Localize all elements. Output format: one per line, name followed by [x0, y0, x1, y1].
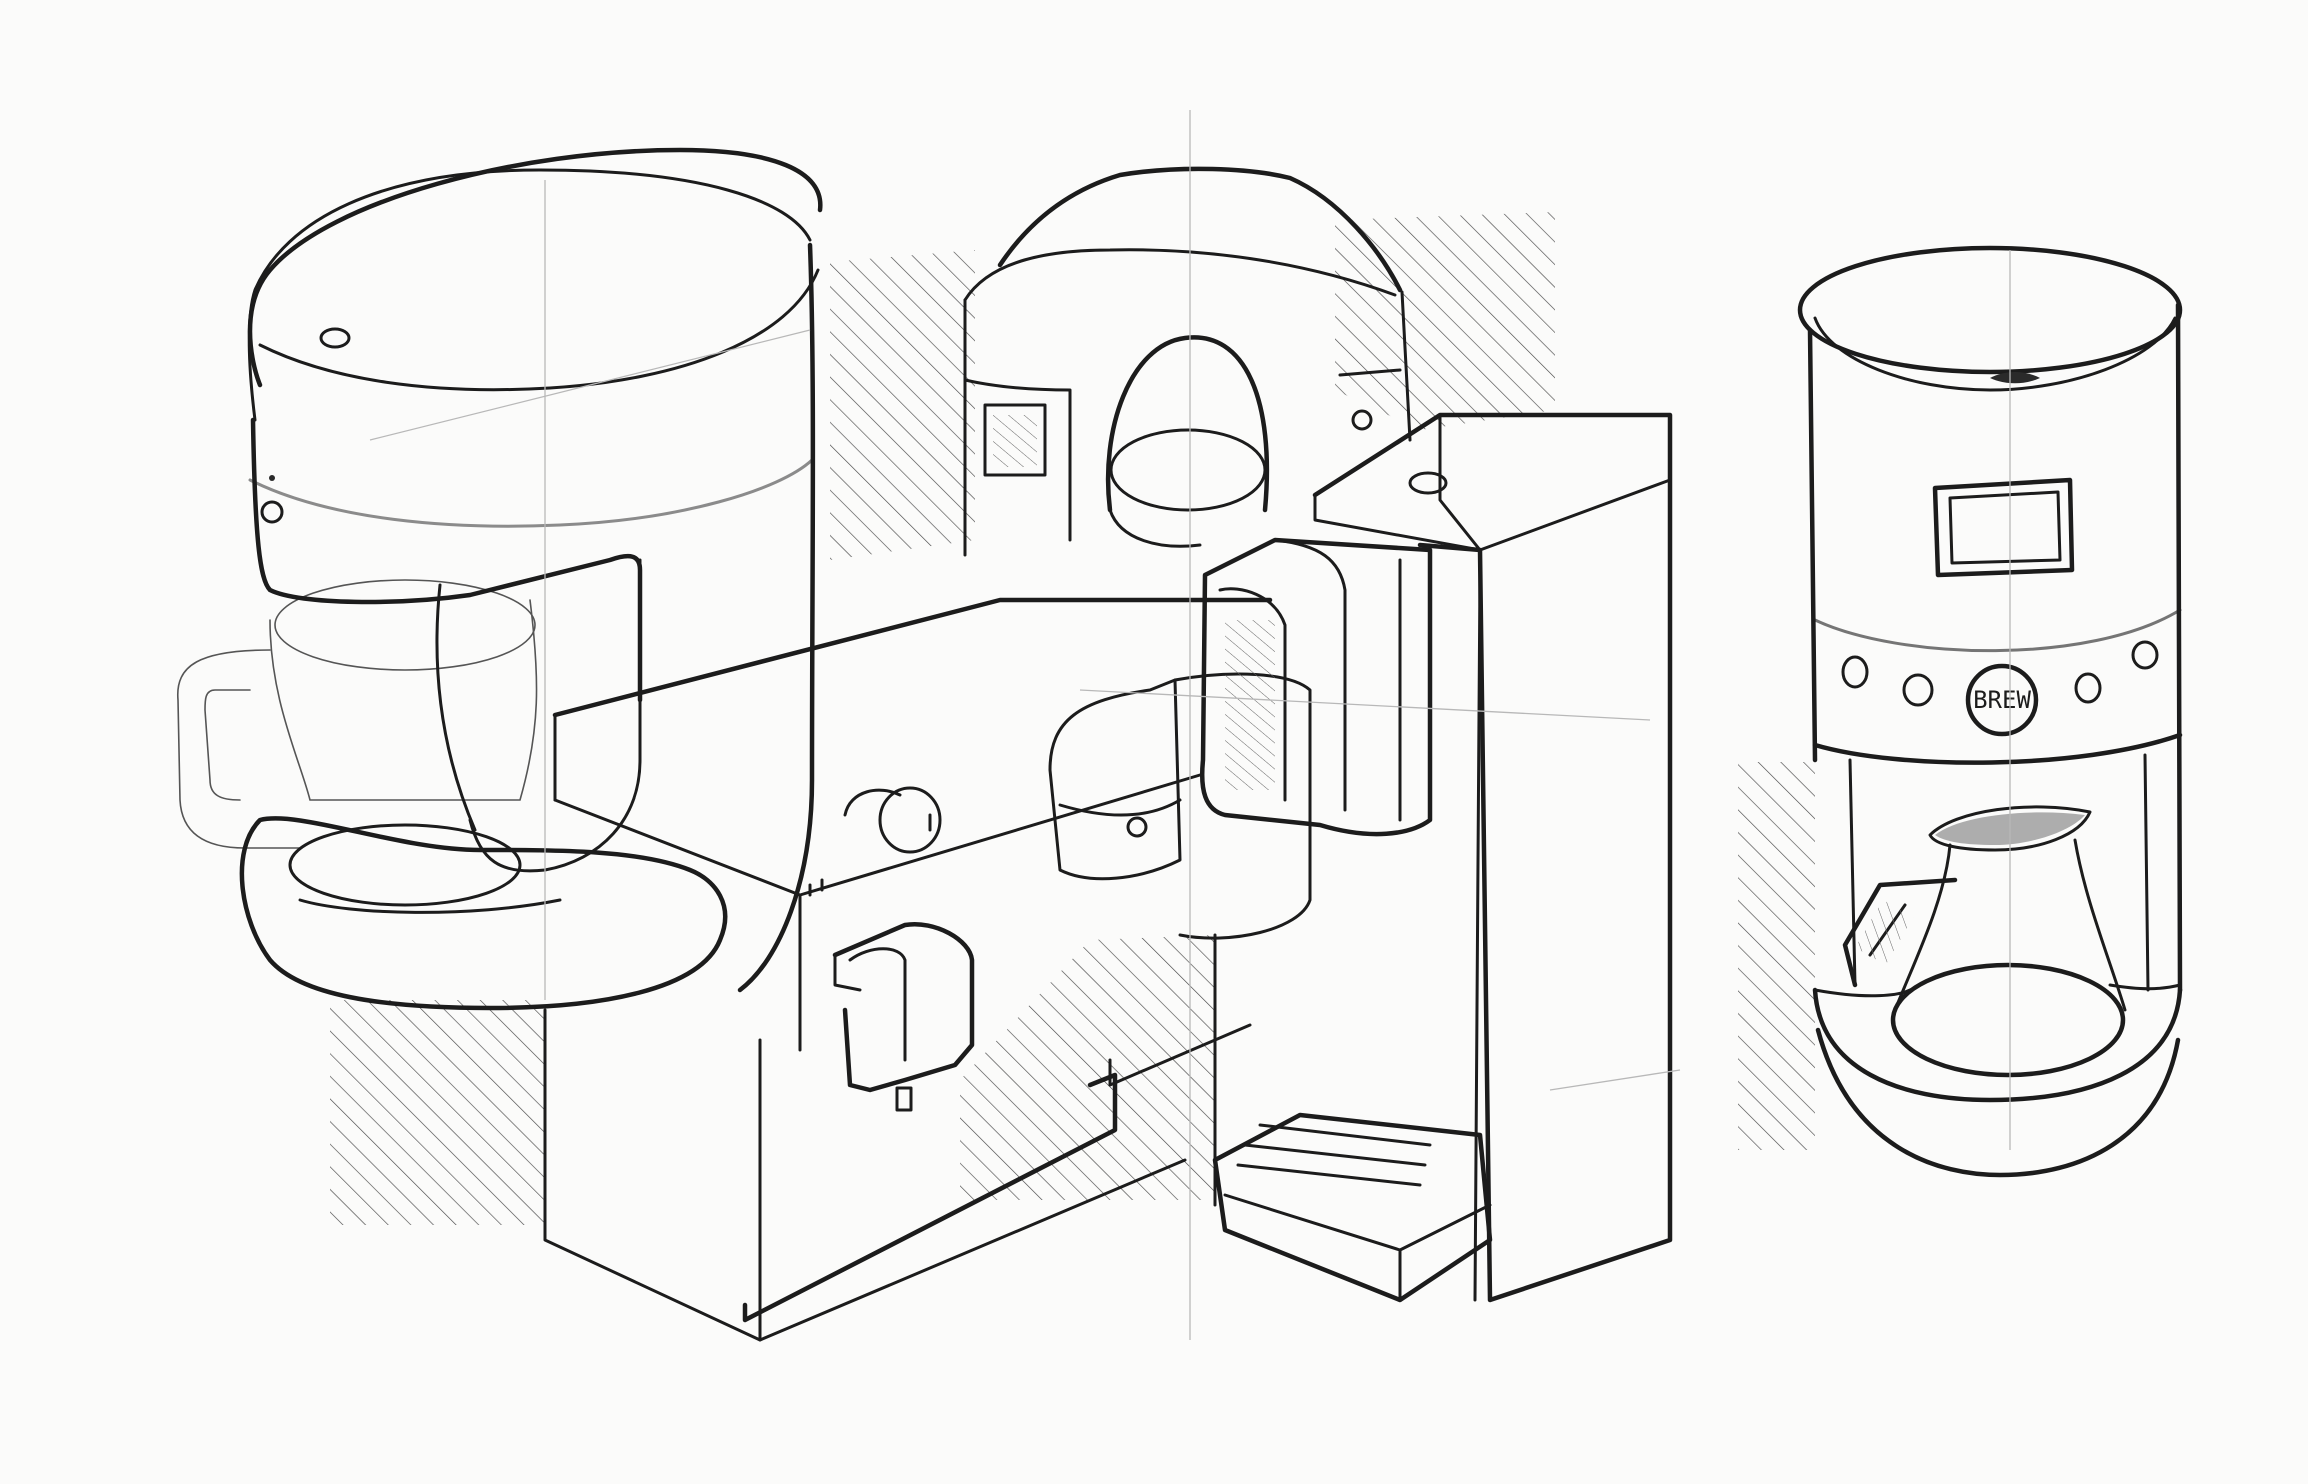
drip-coffee-maker: BREW — [1797, 245, 2183, 1178]
construction-lines — [369, 110, 2011, 1340]
espresso-machine — [543, 166, 1673, 1342]
brew-button-label: BREW — [1973, 686, 2031, 714]
single-serve-brewer — [177, 147, 823, 1011]
shadow-hatching — [330, 212, 1815, 1225]
